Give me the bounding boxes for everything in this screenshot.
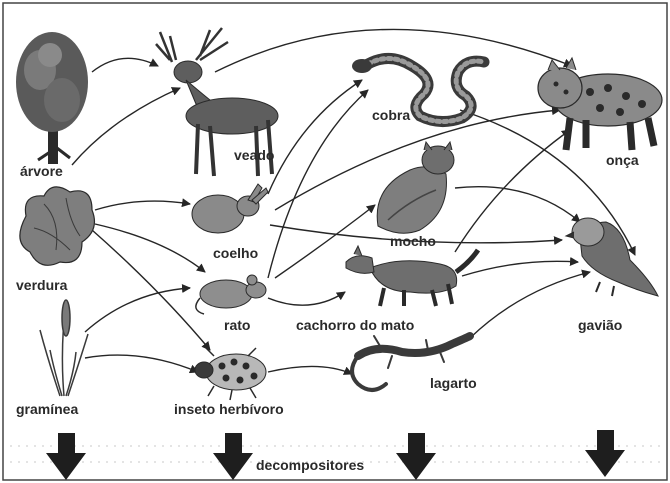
label-coelho: coelho [213, 245, 258, 261]
arrow-lagarto-gaviao [469, 269, 591, 339]
label-rato: rato [224, 317, 250, 333]
tree-icon [16, 32, 88, 164]
label-cachorro-do-mato: cachorro do mato [296, 317, 414, 333]
label-arvore: árvore [20, 163, 63, 179]
decomposer-arrows [46, 430, 625, 480]
arrow-coelho-gaviao [269, 224, 563, 246]
arrow-veado-onca [214, 28, 573, 73]
label-onca: onça [606, 152, 639, 168]
rabbit-icon [191, 183, 269, 234]
arrow-arvore-coelho [71, 87, 181, 166]
decomposer-arrow-3 [396, 433, 436, 480]
feeding-arrows [71, 28, 636, 375]
mouse-icon [195, 274, 267, 315]
beetle-icon [194, 347, 267, 401]
arrow-cachorro-onca [454, 129, 571, 253]
arrow-rato-cachorro [267, 291, 346, 306]
arrow-mocho-gaviao [454, 186, 581, 223]
arrow-cobra-gaviao [459, 109, 636, 256]
arrow-arvore-veado [91, 57, 159, 73]
arrow-cachorro-gaviao [461, 256, 579, 277]
label-decompositores: decompositores [256, 457, 364, 473]
arrow-graminea-rato [84, 284, 191, 333]
arrow-rato-cobra [267, 89, 369, 279]
decomposer-arrow-1 [46, 433, 86, 480]
lettuce-icon [19, 186, 95, 266]
decomposer-arrow-2 [213, 433, 253, 480]
arrow-coelho-onca [274, 106, 561, 211]
deer-icon [155, 27, 279, 177]
arrow-verdura-coelho [94, 198, 191, 211]
label-graminea: gramínea [16, 401, 78, 417]
snake-icon [352, 53, 490, 127]
organism-labels: árvore veado cobra onça verdura coelho m… [16, 107, 639, 473]
arrow-coelho-cobra [267, 79, 363, 195]
lizard-icon [350, 332, 474, 392]
arrow-rato-mocho [274, 204, 376, 279]
label-cobra: cobra [372, 107, 410, 123]
label-inseto-herbivoro: inseto herbívoro [174, 401, 284, 417]
label-lagarto: lagarto [430, 375, 477, 391]
decomposer-arrow-4 [585, 430, 625, 477]
arrow-verdura-inseto [91, 229, 211, 351]
label-veado: veado [234, 147, 274, 163]
jaguar-icon [537, 56, 663, 151]
arrow-verdura-rato [94, 223, 206, 273]
arrow-inseto-lagarto [267, 365, 353, 375]
label-verdura: verdura [16, 277, 68, 293]
arrow-graminea-inseto [84, 354, 199, 374]
label-gaviao: gavião [578, 317, 622, 333]
owl-icon [376, 140, 455, 234]
grass-icon [39, 299, 89, 397]
label-mocho: mocho [390, 233, 436, 249]
bush-dog-icon [345, 244, 481, 307]
hawk-icon [564, 217, 659, 297]
